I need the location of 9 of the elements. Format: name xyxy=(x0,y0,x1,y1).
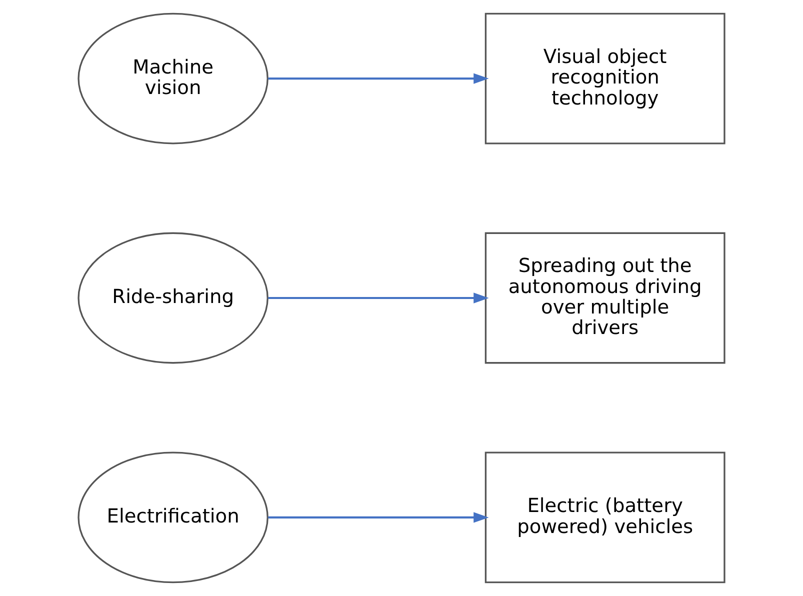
node-ellipse: Ride-sharing xyxy=(78,232,268,364)
arrow xyxy=(268,512,489,523)
node-box: Spreading out the autonomous driving over multiple drivers xyxy=(484,232,726,364)
node-box: Electric (battery powered) vehicles xyxy=(484,452,726,584)
arrow xyxy=(268,292,489,304)
arrow xyxy=(268,73,489,84)
node-ellipse: Machine vision xyxy=(78,12,268,144)
node-box: Visual object recognition technology xyxy=(484,12,726,144)
node-ellipse: Electrification xyxy=(78,452,268,584)
